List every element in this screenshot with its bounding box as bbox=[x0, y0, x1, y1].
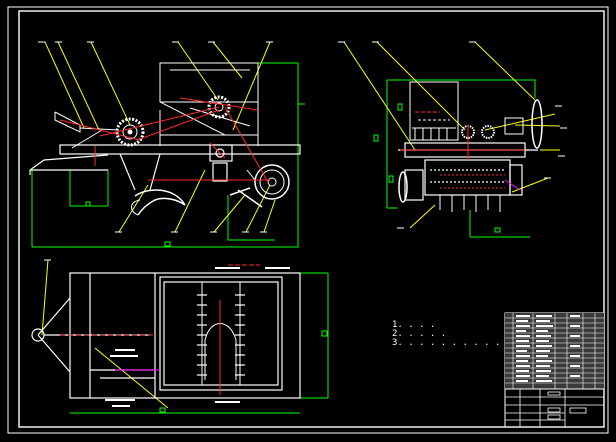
parts-list-entries bbox=[516, 315, 580, 382]
front-sprocket-left bbox=[115, 117, 145, 147]
side-hidden-lines bbox=[504, 179, 521, 191]
technical-notes: 1. . . . 2. . . . . 3. . . . . . . . . .… bbox=[392, 320, 522, 348]
plan-view bbox=[31, 259, 329, 414]
plan-dimension-lines bbox=[70, 272, 329, 414]
note-line-3: 3. . . . . . . . . . . . bbox=[392, 338, 522, 348]
note-line-2: 2. . . . . bbox=[392, 329, 446, 339]
note-line-1: 1. . . . bbox=[392, 320, 435, 330]
front-dimension-lines bbox=[31, 62, 305, 248]
side-hopper bbox=[409, 81, 459, 141]
title-block bbox=[504, 312, 605, 428]
front-leader-ticks bbox=[38, 41, 273, 233]
plan-wheels bbox=[105, 267, 290, 407]
front-center-lines bbox=[59, 97, 270, 183]
plan-center-lines bbox=[60, 264, 260, 395]
side-seed-tubes bbox=[439, 195, 501, 212]
side-marker-disc bbox=[398, 99, 543, 203]
parts-list-grid bbox=[505, 313, 604, 390]
drawing-frame bbox=[7, 6, 609, 434]
plan-leader-lines bbox=[41, 259, 169, 409]
front-ground-wheel bbox=[246, 164, 290, 200]
side-leader-ticks bbox=[338, 41, 567, 229]
plan-seed-box bbox=[201, 282, 241, 385]
front-drawbar bbox=[54, 111, 119, 149]
side-leader-lines bbox=[343, 41, 561, 229]
plan-tine-rows bbox=[197, 294, 245, 376]
front-view bbox=[29, 41, 305, 248]
side-dimension-lines bbox=[373, 79, 536, 238]
title-block-cells bbox=[505, 389, 604, 427]
side-view bbox=[338, 41, 567, 238]
front-furrow-opener bbox=[131, 187, 263, 216]
front-sprocket-upper bbox=[207, 95, 231, 119]
side-center-lines bbox=[400, 111, 525, 189]
front-frame bbox=[29, 144, 301, 191]
